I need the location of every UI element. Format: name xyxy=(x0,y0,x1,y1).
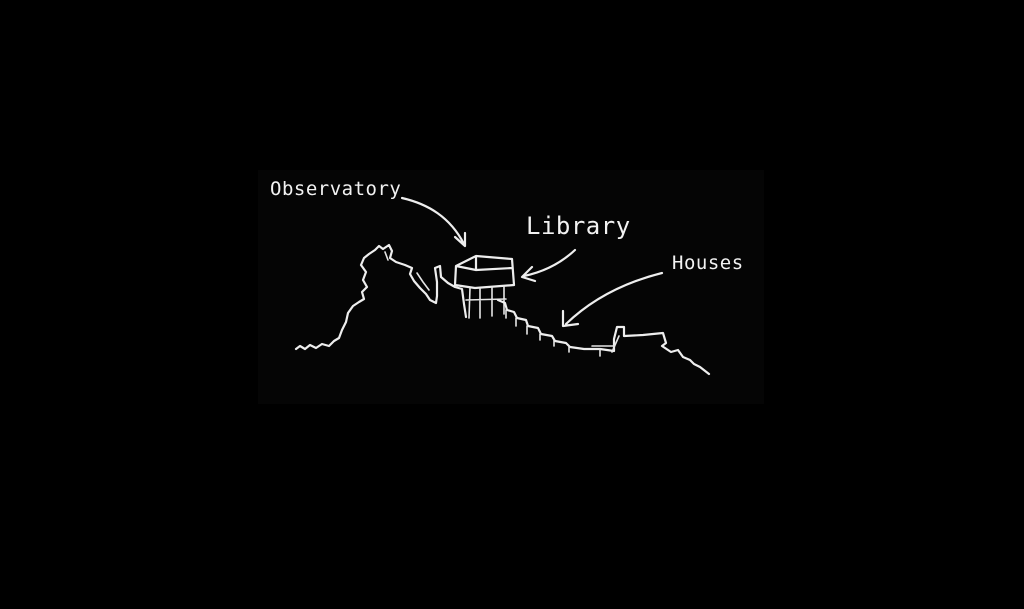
rock-detail xyxy=(416,272,430,291)
houses-detail xyxy=(505,309,620,357)
observatory-box xyxy=(453,254,516,290)
library-label: Library xyxy=(526,212,631,240)
houses-terraces xyxy=(496,298,711,376)
observatory-stilts xyxy=(465,285,507,319)
houses-label: Houses xyxy=(672,252,744,274)
library-arrow xyxy=(520,248,577,283)
chalkboard-panel xyxy=(258,170,764,404)
observatory-label: Observatory xyxy=(270,178,402,200)
houses-arrow xyxy=(561,271,664,328)
rock-detail-2 xyxy=(384,251,389,261)
hill-outline xyxy=(294,243,468,351)
observatory-arrow xyxy=(400,196,467,248)
